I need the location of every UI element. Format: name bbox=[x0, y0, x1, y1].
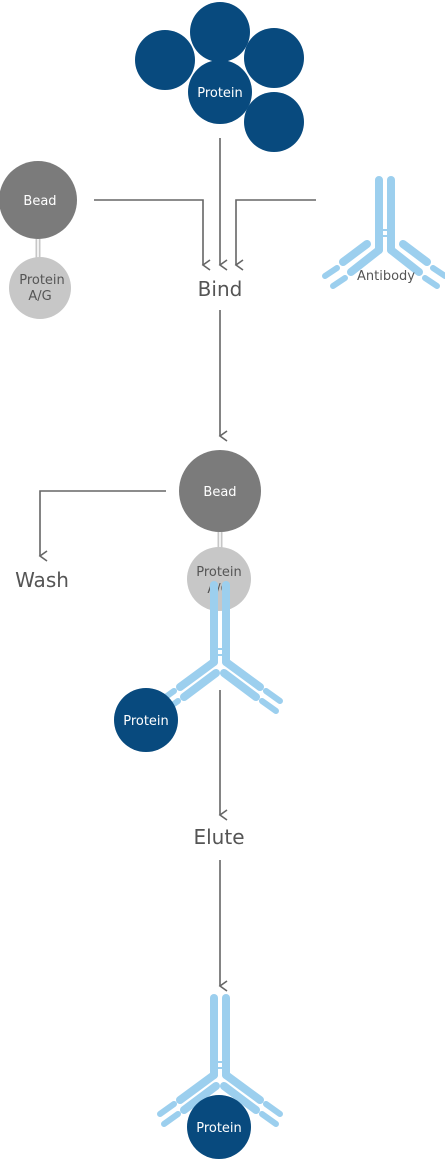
protein-label: Protein bbox=[197, 86, 243, 101]
protein-label: Protein bbox=[123, 714, 169, 729]
bead-circle bbox=[0, 161, 77, 239]
step-bind-label: Bind bbox=[198, 277, 243, 301]
protein-ag-label-line1: Protein bbox=[19, 273, 65, 288]
antibody-label: Antibody bbox=[357, 269, 415, 284]
protein-circle bbox=[244, 92, 304, 152]
arrow-to-wash bbox=[38, 490, 166, 562]
protein-cluster: Protein bbox=[135, 2, 304, 152]
bead-protein-ag-left: Bead Protein A/G bbox=[0, 161, 77, 319]
eluted-product: Protein bbox=[160, 998, 280, 1159]
arrow-bead-to-bind bbox=[94, 199, 211, 271]
protein-circle bbox=[114, 688, 178, 752]
protein-ag-label-line1: Protein bbox=[196, 565, 242, 580]
protein-circle bbox=[190, 2, 250, 62]
bound-complex: Bead Protein A/G Protein bbox=[114, 450, 280, 752]
protein-ag-circle bbox=[9, 257, 71, 319]
bead-label: Bead bbox=[203, 485, 236, 500]
step-elute-label: Elute bbox=[193, 825, 244, 849]
protein-label: Protein bbox=[196, 1121, 242, 1136]
protein-circle bbox=[135, 30, 195, 90]
protein-ag-circle bbox=[187, 547, 251, 611]
step-wash-label: Wash bbox=[15, 568, 69, 592]
protein-circle bbox=[244, 28, 304, 88]
protein-ag-label-line2: A/G bbox=[28, 289, 51, 304]
protein-circle-center bbox=[188, 60, 252, 124]
protein-circle bbox=[187, 1095, 251, 1159]
bead-label: Bead bbox=[23, 194, 56, 209]
arrow-antibody-to-bind bbox=[234, 199, 316, 271]
bead-circle bbox=[179, 450, 261, 532]
